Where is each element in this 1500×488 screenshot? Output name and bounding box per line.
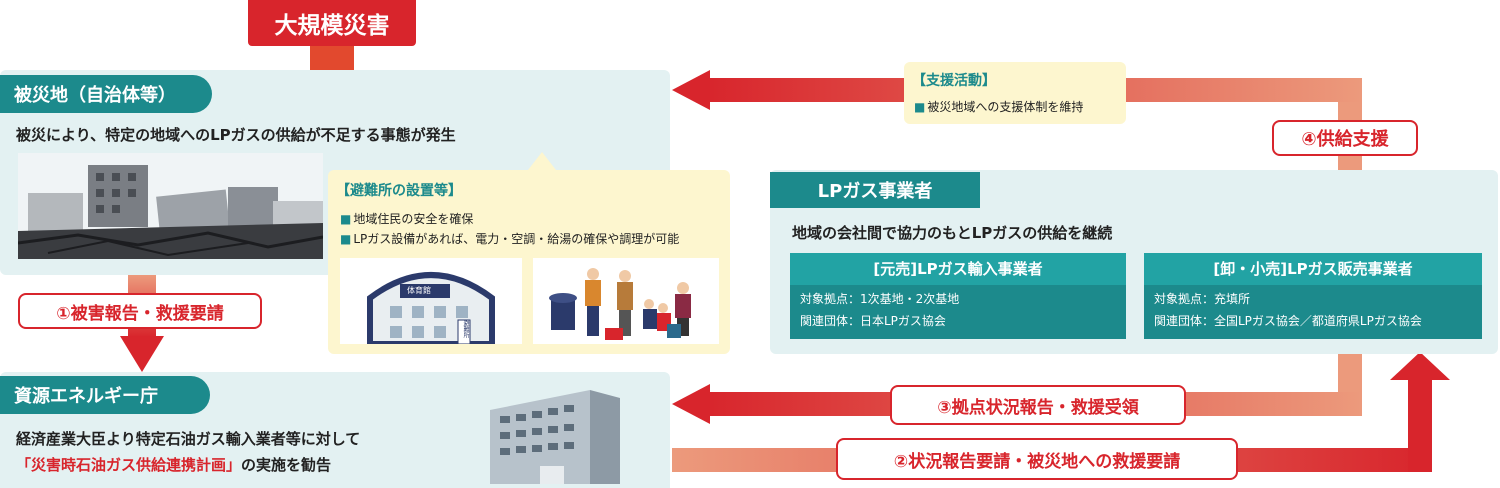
agency-line-2-rest: の実施を勧告	[241, 456, 332, 474]
shelter-item-2: LPガス設備があれば、電力・空調・給湯の確保や調理が可能	[340, 230, 679, 247]
plan-name: 「災害時石油ガス供給連携計画」	[16, 456, 242, 474]
support-item: 被災地域への支援体制を維持	[914, 98, 1083, 115]
agency-line-1: 経済産業大臣より特定石油ガス輸入業者等に対して	[16, 430, 361, 448]
step-4-label: ④供給支援	[1301, 129, 1389, 150]
step-2-status-request: ②状況報告要請・被災地への救援要請	[836, 438, 1238, 480]
office-building-illustration	[470, 384, 630, 484]
agency-line-2: 「災害時石油ガス供給連携計画」の実施を勧告	[16, 454, 331, 475]
lp-operator-tag-text: LPガス事業者	[817, 181, 933, 202]
shelter-side-sign: 避難所	[462, 320, 469, 338]
retailer-title: [卸・小売]LPガス販売事業者	[1144, 253, 1482, 285]
gymnasium-illustration: 体育館 避難所	[340, 258, 522, 344]
victim-tag: 被災地（自治体等）	[0, 75, 212, 113]
lp-operator-description: 地域の会社間で協力のもとLPガスの供給を継続	[792, 224, 1113, 242]
agency-tag: 資源エネルギー庁	[0, 376, 210, 414]
victim-tag-text: 被災地（自治体等）	[14, 85, 176, 106]
agency-tag-text: 資源エネルギー庁	[14, 386, 158, 407]
retailer-card: [卸・小売]LPガス販売事業者 対象拠点：充填所 関連団体：全国LPガス協会／都…	[1144, 253, 1482, 339]
retailer-org: 関連団体：全国LPガス協会／都道府県LPガス協会	[1154, 314, 1422, 328]
step-1-damage-report: ①被害報告・救援要請	[18, 293, 262, 329]
step-3-label: ③拠点状況報告・救援受領	[937, 397, 1139, 418]
disaster-city-illustration	[18, 153, 323, 259]
disaster-label: 大規模災害	[248, 0, 416, 46]
step-4-supply-support: ④供給支援	[1272, 120, 1418, 156]
step-2-label: ②状況報告要請・被災地への救援要請	[893, 451, 1181, 472]
disaster-label-text: 大規模災害	[274, 13, 390, 39]
support-title: 【支援活動】	[912, 73, 996, 89]
step-3-base-report: ③拠点状況報告・救援受領	[890, 385, 1186, 425]
importer-org: 関連団体：日本LPガス協会	[800, 314, 946, 328]
importer-title: [元売]LPガス輸入事業者	[790, 253, 1126, 285]
gymnasium-sign: 体育館	[407, 286, 431, 295]
shelter-item-1: 地域住民の安全を確保	[340, 210, 473, 227]
shelter-box-pointer	[528, 152, 556, 170]
victim-description: 被災により、特定の地域へのLPガスの供給が不足する事態が発生	[16, 126, 456, 144]
importer-base: 対象拠点：1次基地・2次基地	[800, 292, 960, 306]
lp-operator-tag: LPガス事業者	[770, 172, 980, 208]
importer-card: [元売]LPガス輸入事業者 対象拠点：1次基地・2次基地 関連団体：日本LPガス…	[790, 253, 1126, 339]
retailer-base: 対象拠点：充填所	[1154, 292, 1251, 306]
step-1-label: ①被害報告・救援要請	[56, 303, 224, 324]
shelter-title: 【避難所の設置等】	[336, 183, 462, 199]
evacuees-illustration	[533, 258, 719, 344]
